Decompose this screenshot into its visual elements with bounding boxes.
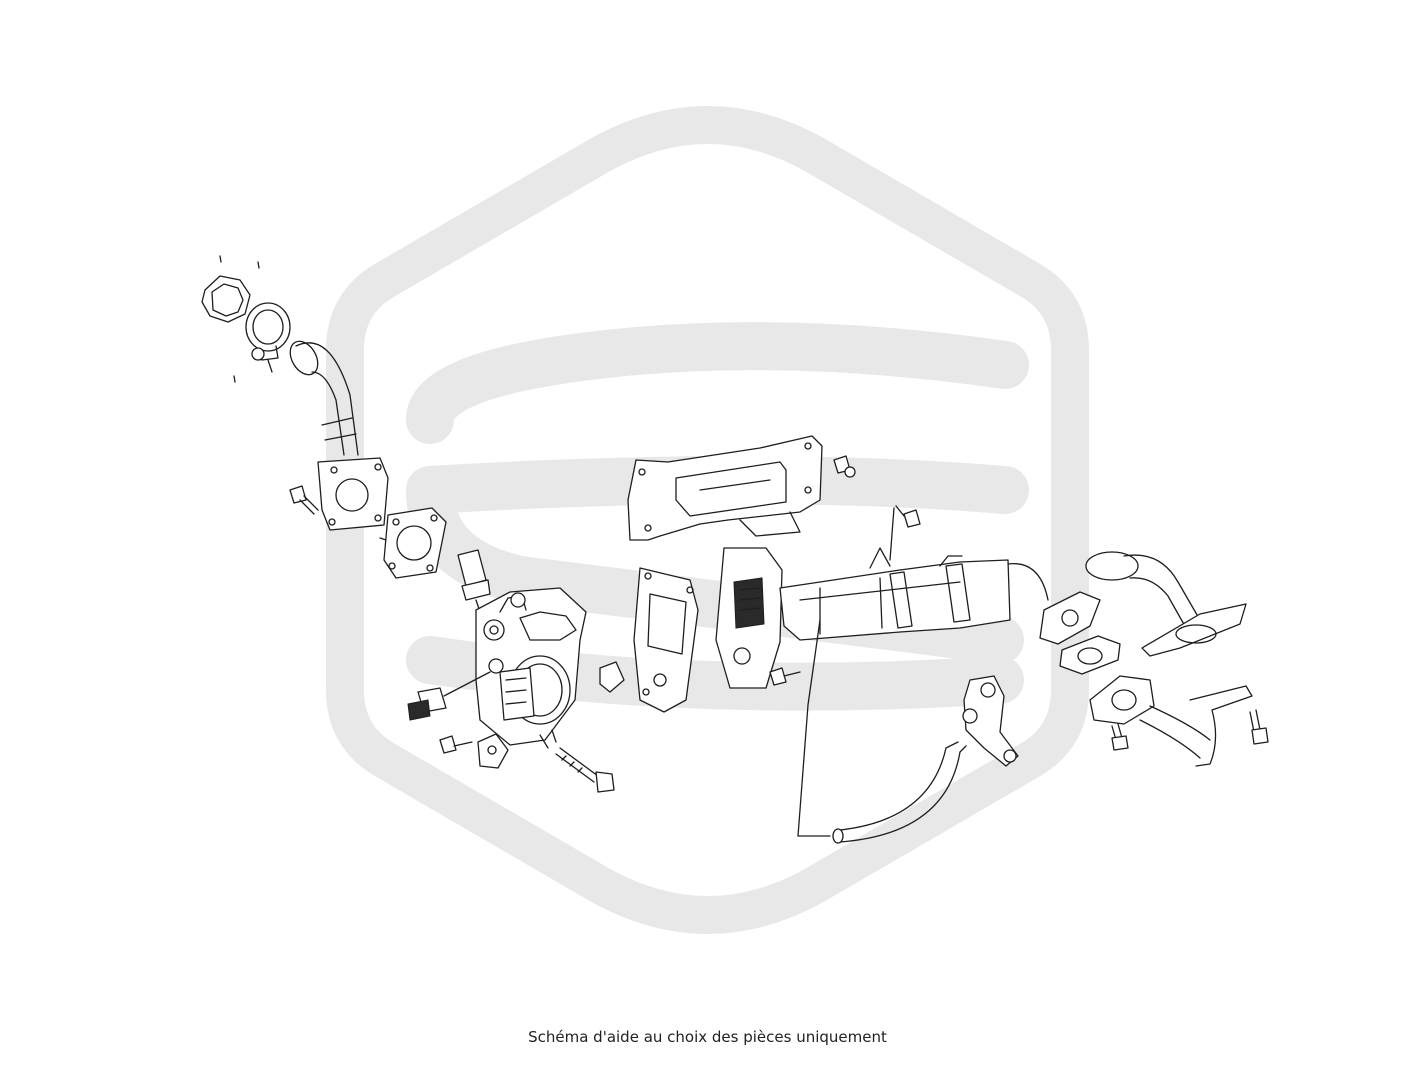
bracket-bolt xyxy=(833,455,856,478)
elbow-pipe xyxy=(289,340,359,456)
diagram-caption: Schéma d'aide au choix des pièces unique… xyxy=(528,1028,887,1046)
temperature-sensor xyxy=(407,671,491,721)
cooler-bolt xyxy=(769,667,801,686)
hose-clamp xyxy=(245,302,291,373)
cooler-gasket xyxy=(633,567,699,713)
cooler-outlet-flange xyxy=(1039,591,1101,645)
outlet-pipe-lower xyxy=(1089,675,1253,767)
outlet-gasket-right xyxy=(1059,635,1121,675)
cooler-top-bolt xyxy=(889,505,921,561)
outlet-stud-left xyxy=(1111,723,1129,751)
valve-bolt-small xyxy=(439,735,473,754)
hose-connector xyxy=(962,675,1019,767)
coolant-hose xyxy=(832,741,967,844)
leader-line xyxy=(797,619,831,837)
outlet-pipe-upper xyxy=(1085,551,1247,657)
intake-gasket-ring xyxy=(201,255,260,383)
valve-bracket xyxy=(477,733,509,769)
mounting-bracket xyxy=(627,435,823,541)
long-bolt xyxy=(555,747,615,793)
pipe-clip xyxy=(599,661,625,693)
pipe-flange-square xyxy=(317,457,389,531)
flange-bolt-left xyxy=(289,485,319,515)
pressure-sensor xyxy=(457,549,491,613)
flange-gasket xyxy=(379,507,447,579)
egr-cooler xyxy=(715,547,1049,689)
outlet-stud-right xyxy=(1249,709,1269,745)
egr-valve xyxy=(475,587,587,749)
